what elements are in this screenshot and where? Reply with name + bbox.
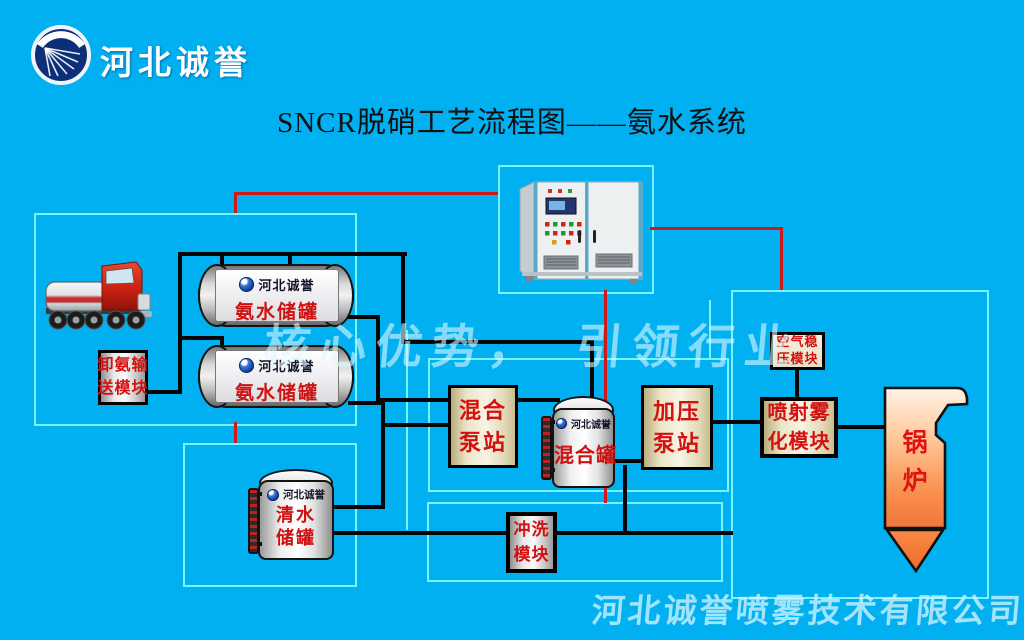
tank-brand-text: 河北诚誉 [571,420,611,431]
pressure-pump-box: 加压 泵站 [641,385,713,470]
module-label: 模块 [513,544,550,564]
brand-logo-icon [31,25,91,85]
pipe-segment [518,398,560,402]
boiler-label-line: 锅 [902,430,928,457]
signal-segment [650,227,782,230]
pipe-segment [178,336,224,340]
group-box-ammonia-station [34,213,357,426]
mixing-tank: 河北诚誉 混合罐 [537,394,617,498]
module-label: 空气稳 [776,334,819,350]
page-title: SNCR脱硝工艺流程图——氨水系统 [277,107,747,139]
pipe-segment [713,420,762,424]
tank-label: 氨水储罐 [234,302,319,323]
slogan-watermark: 核心优势， 引领行业 [261,322,803,374]
pipe-segment [326,505,383,509]
mixing-pump-box: 混合 泵站 [448,385,518,468]
pipe-segment [220,336,224,351]
pipe-segment [288,252,292,268]
water-tank-body: 河北诚誉 清水 储罐 [258,480,334,560]
tank-brand-text: 河北诚誉 [283,490,325,501]
boiler-label-line: 炉 [902,468,928,496]
pipe-segment [376,315,380,402]
tank-label: 混合罐 [554,445,617,467]
group-box-flush-station [427,502,723,582]
spray-module-box: 喷射雾 化模块 [760,397,838,458]
signal-segment [604,290,607,503]
pipe-segment [381,401,385,509]
company-watermark: 河北诚誉喷雾技术有限公司 [590,594,1024,630]
water-tank: 河北诚誉 清水 储罐 [248,468,334,560]
pipe-segment [178,252,182,394]
module-label: 化模块 [767,430,831,453]
pipe-segment [376,398,450,402]
tank-brand-logo-icon [239,277,255,292]
module-label: 送模块 [97,379,149,397]
boiler-shape [883,386,969,574]
group-box-boiler-station [731,290,989,599]
pipe-segment [795,368,799,399]
pipe-segment [401,252,405,344]
pipe-segment [401,340,594,344]
group-border-segment [406,330,408,530]
group-border-segment [709,300,711,358]
module-label: 喷射雾 [767,402,831,425]
pipe-segment [381,423,450,427]
group-box-water-station [183,443,357,587]
ammonia-tank-2: 河北诚誉 氨水储罐 [198,345,354,408]
brand-logo-text: 河北诚誉 [100,46,252,82]
tank-nameplate: 河北诚誉 氨水储罐 [215,269,339,323]
air-module-box: 空气稳 压模块 [770,332,825,370]
module-label: 泵站 [458,429,507,455]
pipe-segment [220,252,224,268]
tank-label-line: 储罐 [276,527,316,548]
signal-segment [234,192,237,213]
pipe-segment [348,401,385,405]
module-label: 压模块 [776,351,819,366]
unload-module-box: 卸氨输 送模块 [98,350,148,405]
tank-nameplate: 河北诚誉 氨水储罐 [215,350,339,404]
tank-brand-logo-icon [267,488,279,501]
module-label: 加压 [652,399,701,425]
pipe-segment [838,425,887,429]
mixing-tank-body: 河北诚誉 混合罐 [552,408,617,488]
pipe-segment [623,465,627,533]
level-gauge [248,488,259,554]
tank-label-line: 清水 [276,505,316,525]
tank-brand-logo-icon [239,358,255,373]
pipe-segment [348,315,380,319]
level-gauge [541,416,552,480]
ammonia-tank-1: 河北诚誉 氨水储罐 [198,264,354,327]
module-label: 卸氨输 [97,356,149,374]
signal-segment [780,227,783,290]
tank-label: 清水 储罐 [260,504,332,549]
module-label: 混合 [458,398,507,424]
pipe-segment [178,252,407,256]
tank-brand-text: 河北诚誉 [258,359,315,374]
pipe-segment [148,390,181,394]
tank-brand-logo-icon [556,418,567,429]
pipe-segment [590,340,594,402]
pipe-segment [610,459,643,463]
boiler-label: 锅 炉 [902,428,928,498]
module-label: 冲洗 [513,520,550,540]
module-label: 泵站 [652,430,701,456]
signal-segment [234,192,498,195]
control-cabinet-illustration [519,181,643,284]
tank-brand-text: 河北诚誉 [258,278,315,293]
tanker-truck-illustration [45,261,152,330]
flush-module-box: 冲洗 模块 [506,512,557,573]
signal-segment [234,422,237,443]
tank-label: 氨水储罐 [234,383,319,404]
